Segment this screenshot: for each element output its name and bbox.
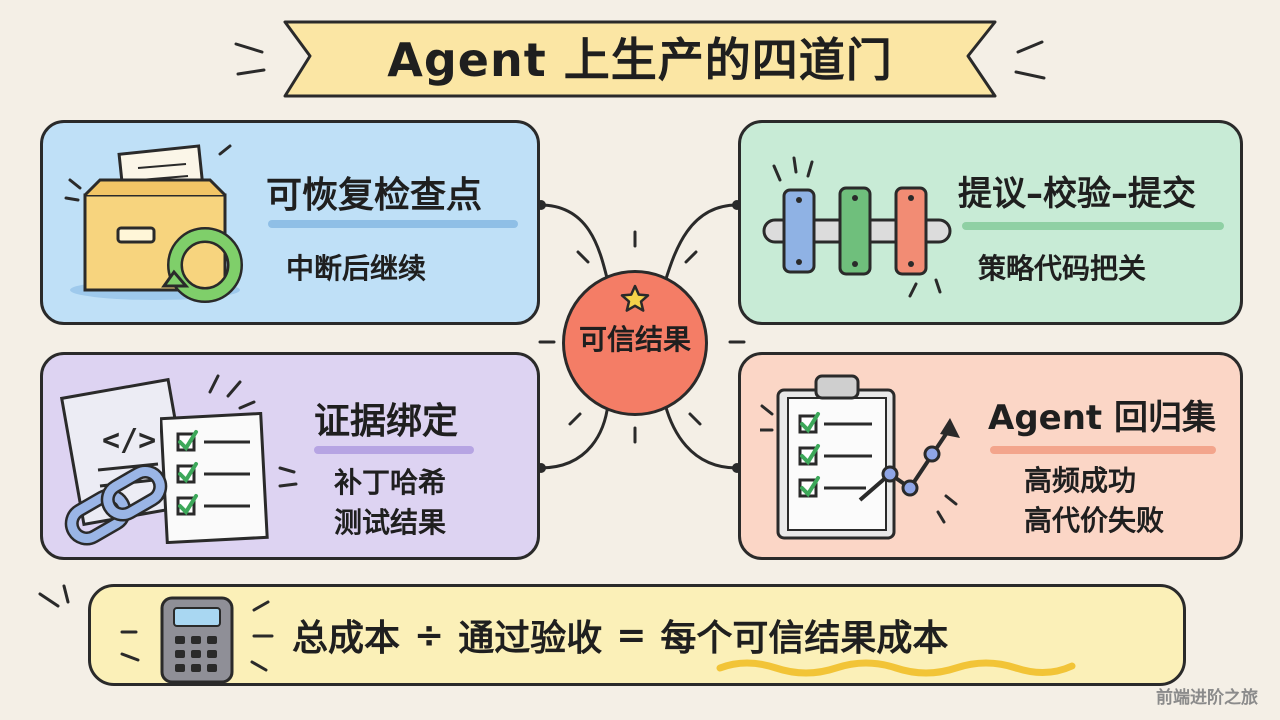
connector-lines [539, 203, 738, 470]
panel-regression-underline [990, 446, 1216, 454]
star-icon [620, 284, 650, 312]
watermark: 前端进阶之旅 [1156, 688, 1258, 708]
formula-equals-sign: = [616, 614, 647, 656]
svg-text:</>: </> [102, 423, 156, 458]
center-sparkles [538, 230, 746, 444]
formula-result: 每个可信结果成本 [660, 618, 949, 659]
panel-evidence-underline [314, 446, 474, 454]
panel-propose-heading: 提议–校验–提交 [958, 174, 1196, 214]
title-banner [283, 20, 997, 98]
panel-checkpoint-line-1: 中断后继续 [286, 252, 427, 285]
panel-checkpoint-heading: 可恢复检查点 [266, 175, 483, 216]
panel-evidence-heading: 证据绑定 [314, 401, 459, 442]
panel-checkpoint-underline [268, 220, 518, 228]
panel-regression-line-1: 高频成功 [1024, 464, 1137, 497]
formula-result-underline [716, 659, 1076, 677]
evidence-accent-strokes [278, 466, 298, 488]
trend-arrow-icon [858, 418, 960, 524]
formula-total-cost: 总成本 [292, 618, 401, 659]
panel-evidence-line-1: 补丁哈希 [334, 466, 447, 499]
refresh-arrow-icon [161, 227, 243, 303]
panel-propose-line-1: 策略代码把关 [978, 252, 1147, 285]
folder-archive-icon [64, 144, 240, 300]
clipboard-icon [760, 374, 896, 540]
page-title: Agent 上生产的四道门 [387, 33, 893, 87]
abacus-bars-icon [762, 156, 952, 298]
center-label: 可信结果 [578, 323, 691, 356]
panel-regression-line-2: 高代价失败 [1024, 504, 1165, 537]
formula-text: 总成本 ÷ 通过验收 = 每个可信结果成本 [292, 607, 948, 663]
calculator-icon [38, 584, 274, 684]
title-accent-strokes [234, 40, 1046, 80]
formula-accepted: 通过验收 [458, 618, 603, 659]
formula-divide-sign: ÷ [414, 614, 445, 656]
chain-link-icon [64, 464, 168, 546]
panel-evidence-line-2: 测试结果 [334, 506, 447, 539]
panel-regression-heading: Agent 回归集 [988, 398, 1217, 438]
checklist-icon [160, 412, 269, 544]
panel-propose-underline [962, 222, 1224, 230]
